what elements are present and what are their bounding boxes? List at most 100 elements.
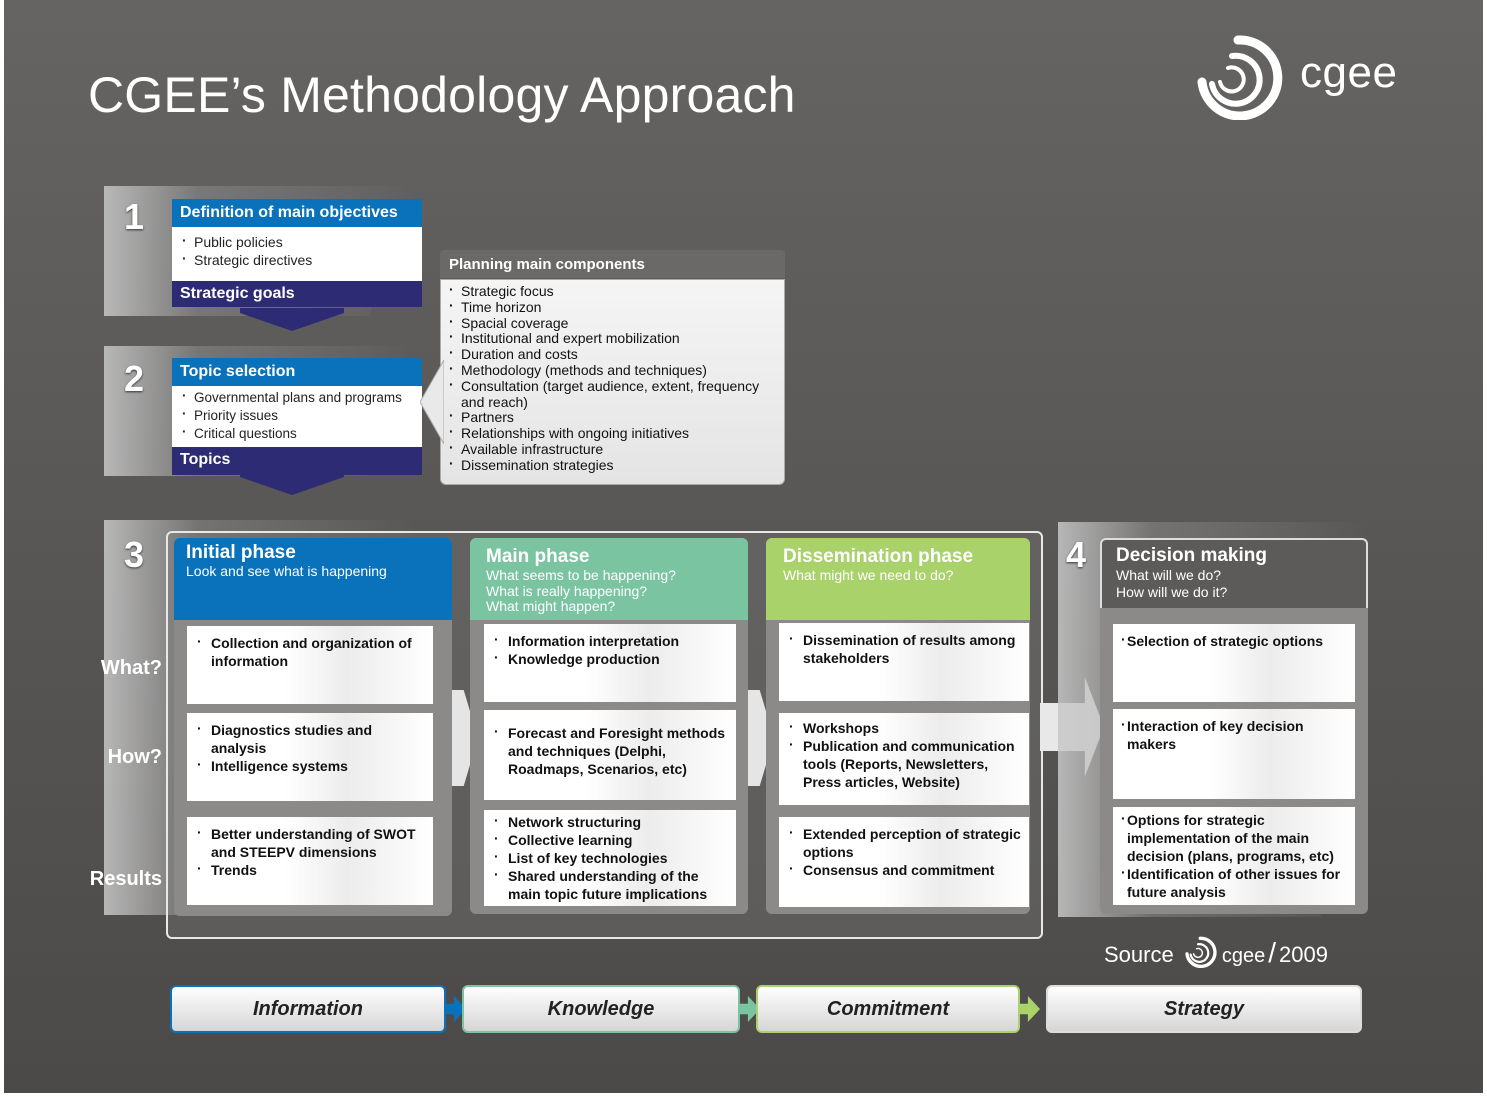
list-item: Relationships with ongoing initiatives bbox=[449, 424, 776, 442]
decision-making-header: Decision making What will we do? How wil… bbox=[1100, 538, 1368, 608]
step3-number: 3 bbox=[124, 534, 145, 575]
flow-strategy: Strategy bbox=[1046, 985, 1362, 1033]
cgee-swirl-icon bbox=[1185, 936, 1217, 969]
list-item: Governmental plans and programs bbox=[182, 387, 412, 407]
list-item: Trends bbox=[197, 859, 425, 879]
flow-knowledge: Knowledge bbox=[462, 985, 740, 1033]
decision-results-cell: Options for strategic implementation of … bbox=[1113, 807, 1355, 905]
list-item: Better understanding of SWOT and STEEPV … bbox=[197, 823, 425, 861]
dissemination-results-cell: Extended perception of strategic options… bbox=[779, 817, 1029, 907]
list-item: List of key technologies bbox=[494, 847, 728, 867]
flow-commitment: Commitment bbox=[756, 985, 1020, 1033]
step1-header: Definition of main objectives bbox=[172, 199, 422, 227]
source-year: 2009 bbox=[1279, 942, 1328, 967]
list-item: Strategic directives bbox=[182, 249, 412, 269]
step2-header: Topic selection bbox=[172, 358, 422, 386]
planning-box: Strategic focus Time horizon Spacial cov… bbox=[440, 279, 785, 485]
dissemination-phase-header: Dissemination phase What might we need t… bbox=[766, 538, 1030, 620]
list-item: Selection of strategic options bbox=[1121, 630, 1347, 650]
list-item: Institutional and expert mobilization bbox=[449, 329, 776, 347]
list-item: Diagnostics studies and analysis bbox=[197, 719, 425, 757]
step1-footer: Strategic goals bbox=[172, 281, 422, 307]
list-item: Network structuring bbox=[494, 811, 728, 831]
list-item: Workshops bbox=[789, 717, 1021, 737]
decision-how-cell: Interaction of key decision makers bbox=[1113, 709, 1355, 799]
list-item: Options for strategic implementation of … bbox=[1121, 809, 1353, 865]
left-arrow-icon bbox=[420, 360, 444, 444]
phase-subtitle: What might we need to do? bbox=[783, 567, 954, 583]
dissemination-what-cell: Dissemination of results among stakehold… bbox=[779, 623, 1029, 701]
list-item: Partners bbox=[449, 408, 776, 426]
list-item: Time horizon bbox=[449, 298, 776, 316]
list-item: Publication and communication tools (Rep… bbox=[789, 735, 1021, 791]
list-item: Dissemination of results among stakehold… bbox=[789, 629, 1021, 667]
cgee-logo: cgee bbox=[1194, 34, 1424, 120]
main-how-cell: Forecast and Foresight methods and techn… bbox=[484, 710, 736, 800]
phase-title: Main phase bbox=[486, 546, 590, 567]
list-item: Forecast and Foresight methods and techn… bbox=[494, 722, 728, 778]
down-arrow-1 bbox=[240, 308, 344, 331]
phase-subtitle: What seems to be happening? bbox=[486, 567, 676, 583]
step2-body: Governmental plans and programs Priority… bbox=[172, 386, 422, 447]
phase-title: Decision making bbox=[1116, 545, 1267, 566]
slash-divider: / bbox=[1268, 937, 1276, 968]
list-item: Priority issues bbox=[182, 405, 412, 425]
list-item: Critical questions bbox=[182, 423, 412, 443]
page-title: CGEE’s Methodology Approach bbox=[88, 67, 796, 123]
list-item: Information interpretation bbox=[494, 630, 728, 650]
planning-header: Planning main components bbox=[440, 250, 785, 278]
list-item: Available infrastructure bbox=[449, 440, 776, 458]
list-item: Shared understanding of the main topic f… bbox=[494, 865, 728, 903]
main-phase-header: Main phase What seems to be happening? W… bbox=[470, 538, 748, 620]
initial-phase-column: Initial phase Look and see what is happe… bbox=[174, 538, 452, 916]
main-phase-column: Main phase What seems to be happening? W… bbox=[470, 538, 748, 914]
row-label-what: What? bbox=[100, 657, 162, 679]
list-item: Consultation (target audience, extent, f… bbox=[449, 377, 776, 411]
initial-results-cell: Better understanding of SWOT and STEEPV … bbox=[187, 817, 433, 905]
step1-list: Public policies Strategic directives bbox=[182, 231, 412, 269]
step2-footer: Topics bbox=[172, 447, 422, 475]
list-item: Dissemination strategies bbox=[449, 456, 776, 474]
initial-phase-header: Initial phase Look and see what is happe… bbox=[174, 538, 452, 620]
step1-box: Definition of main objectives Public pol… bbox=[172, 199, 422, 307]
source-org: cgee bbox=[1221, 945, 1266, 967]
initial-how-cell: Diagnostics studies and analysis Intelli… bbox=[187, 713, 433, 801]
phase-subtitle: What is really happening? bbox=[486, 582, 648, 599]
list-item: Consensus and commitment bbox=[789, 859, 1021, 879]
arrow-right-icon bbox=[1018, 996, 1040, 1022]
list-item: Identification of other issues for futur… bbox=[1121, 863, 1353, 901]
list-item: Collective learning bbox=[494, 829, 728, 849]
main-what-cell: Information interpretation Knowledge pro… bbox=[484, 624, 736, 702]
phase-title: Initial phase bbox=[186, 542, 296, 563]
list-item: Extended perception of strategic options bbox=[789, 823, 1021, 861]
planning-list: Strategic focus Time horizon Spacial cov… bbox=[449, 282, 776, 474]
initial-what-cell: Collection and organization of informati… bbox=[187, 626, 433, 704]
logo-wordmark: cgee bbox=[1300, 48, 1398, 97]
list-item: Knowledge production bbox=[494, 648, 728, 668]
step2-box: Topic selection Governmental plans and p… bbox=[172, 358, 422, 475]
slide: CGEE’s Methodology Approach cgee 1 Defin… bbox=[4, 0, 1483, 1093]
list-item: Spacial coverage bbox=[449, 314, 776, 332]
list-item: Methodology (methods and techniques) bbox=[449, 361, 776, 379]
phase-title: Dissemination phase bbox=[783, 546, 974, 567]
list-item: Duration and costs bbox=[449, 345, 776, 363]
dissemination-how-cell: Workshops Publication and communication … bbox=[779, 713, 1029, 805]
phase-subtitle: How will we do it? bbox=[1116, 584, 1228, 600]
source-label: Source bbox=[1104, 942, 1174, 967]
step2-list: Governmental plans and programs Priority… bbox=[182, 387, 412, 443]
step2-number: 2 bbox=[124, 358, 145, 399]
main-results-cell: Network structuring Collective learning … bbox=[484, 810, 736, 906]
dissemination-phase-column: Dissemination phase What might we need t… bbox=[766, 538, 1030, 914]
source-note: Source cgee/2009 bbox=[1104, 936, 1328, 969]
row-label-results: Results bbox=[89, 868, 162, 890]
list-item: Strategic focus bbox=[449, 282, 776, 300]
phase-subtitle: Look and see what is happening bbox=[186, 563, 387, 579]
list-item: Interaction of key decision makers bbox=[1121, 715, 1347, 753]
flow-information: Information bbox=[170, 985, 446, 1033]
cgee-swirl-icon bbox=[1197, 35, 1283, 120]
decision-what-cell: Selection of strategic options bbox=[1113, 624, 1355, 702]
row-label-how: How? bbox=[107, 746, 162, 768]
down-arrow-2 bbox=[240, 472, 344, 495]
list-item: Intelligence systems bbox=[197, 755, 425, 775]
list-item: Public policies bbox=[182, 231, 412, 251]
